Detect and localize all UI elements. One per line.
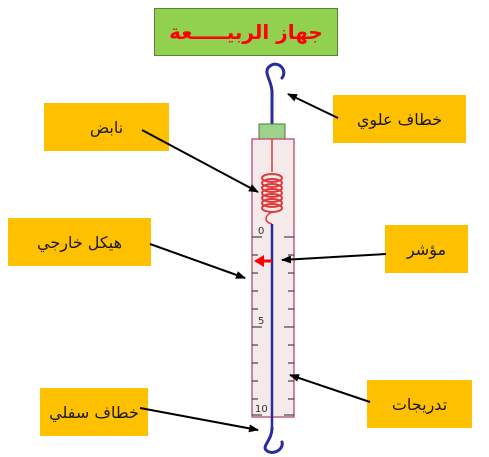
label-graduations-text: تدريجات <box>391 394 448 414</box>
bottom-hook-icon <box>263 426 284 454</box>
label-bottom-hook-text: خطاف سفلي <box>49 402 139 422</box>
label-pointer: مؤشر <box>385 225 468 273</box>
arrow-graduations <box>289 374 371 403</box>
label-top-hook-text: خطاف علوي <box>356 109 443 129</box>
scale-ticks-right <box>284 236 294 416</box>
label-graduations: تدريجات <box>367 380 472 428</box>
spring-coil <box>261 173 283 213</box>
label-top-hook: خطاف علوي <box>333 95 466 143</box>
arrow-bottom-hook <box>139 407 259 433</box>
leader-arrows <box>139 93 387 433</box>
label-spring: نابض <box>44 103 169 151</box>
arrow-outer-body <box>149 243 246 279</box>
scale-label-10: 10 <box>255 404 268 415</box>
arrow-pointer <box>281 253 387 264</box>
scale-ticks-left <box>252 236 262 416</box>
scale-label-0: 0 <box>258 226 264 237</box>
label-pointer-text: مؤشر <box>406 239 447 259</box>
spring-lower-loop <box>265 211 273 225</box>
top-hook-icon <box>265 62 286 127</box>
scale-label-5: 5 <box>258 316 264 327</box>
label-outer-body: هيكل خارجي <box>8 218 151 266</box>
label-outer-body-text: هيكل خارجي <box>36 232 123 252</box>
arrow-top-hook <box>287 93 339 119</box>
top-cap <box>258 123 286 140</box>
label-bottom-hook: خطاف سفلي <box>40 388 148 436</box>
diagram-title-text: جهاز الربيـــــعة <box>169 20 323 44</box>
arrow-spring <box>141 129 259 193</box>
diagram-title: جهاز الربيـــــعة <box>154 8 338 56</box>
pointer-arrow-icon <box>254 255 264 267</box>
label-spring-text: نابض <box>89 117 124 137</box>
